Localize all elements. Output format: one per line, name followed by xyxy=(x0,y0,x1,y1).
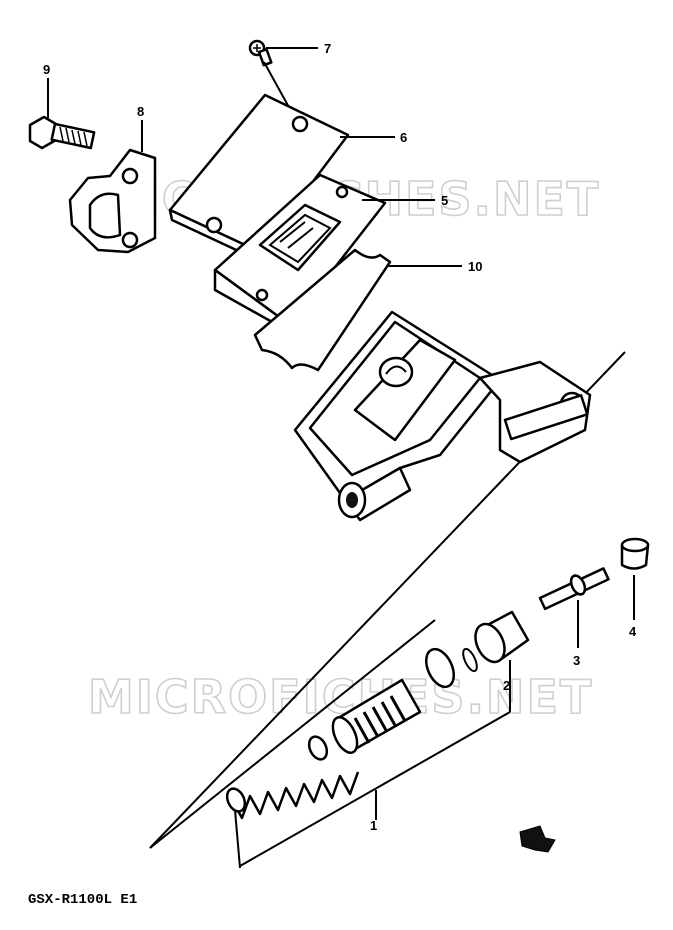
clamp-part-8: 8 xyxy=(68,104,157,254)
callout-9: 9 xyxy=(43,62,50,77)
callout-2: 2 xyxy=(503,678,510,693)
callout-1: 1 xyxy=(370,818,377,833)
plate-part-5: 5 xyxy=(213,173,448,334)
callout-3: 3 xyxy=(573,653,580,668)
master-cylinder-body xyxy=(293,310,592,522)
callout-8: 8 xyxy=(137,104,144,119)
gasket-part-10: 10 xyxy=(253,248,482,372)
bolt-part-9: 9 xyxy=(28,62,96,150)
callout-7: 7 xyxy=(324,41,331,56)
boot-part-4: 4 xyxy=(620,537,650,639)
forward-arrow-icon xyxy=(519,825,556,853)
seal-part-2: 2 xyxy=(424,610,530,693)
spring-part xyxy=(225,771,360,820)
model-label: GSX-R1100L E1 xyxy=(28,892,137,908)
callout-4: 4 xyxy=(629,624,637,639)
pushrod-part-3: 3 xyxy=(538,567,610,668)
callout-5: 5 xyxy=(441,193,448,208)
callout-10: 10 xyxy=(468,259,482,274)
callout-6: 6 xyxy=(400,130,407,145)
piston-assembly xyxy=(307,678,422,761)
